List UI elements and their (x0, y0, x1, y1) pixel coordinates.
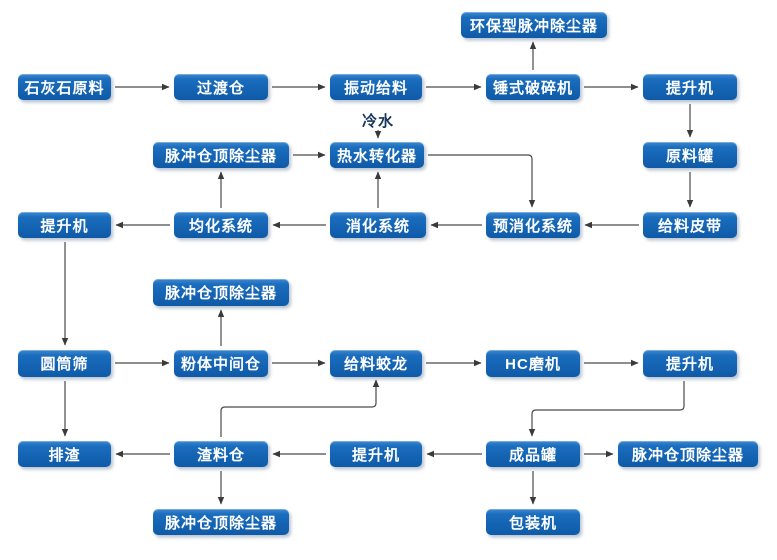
flow-edge-slag-bin--feeding-screw (220, 379, 380, 437)
flow-edge-elevator-3--finished-product-tank (528, 381, 685, 437)
flow-node-pulse-dust-collector-3: 脉冲仓顶除尘器 (618, 441, 758, 467)
flow-node-rotary-screen: 圆筒筛 (18, 350, 111, 377)
flow-node-vibrating-feeder: 振动给料 (330, 74, 422, 100)
flow-node-elevator-3: 提升机 (643, 350, 737, 377)
flow-node-digestion-system: 消化系统 (330, 212, 426, 238)
flow-node-elevator-2: 提升机 (18, 212, 111, 238)
flow-node-hot-water-converter: 热水转化器 (330, 142, 424, 168)
flow-edge-hot-water-converter--pre-digestion-system (428, 154, 536, 208)
flow-node-hammer-crusher: 锤式破碎机 (486, 74, 580, 100)
flow-node-pulse-dust-collector-1: 脉冲仓顶除尘器 (153, 142, 289, 168)
flow-node-elevator-1: 提升机 (643, 74, 737, 100)
flow-node-packing-machine: 包装机 (486, 509, 580, 535)
flow-node-elevator-4: 提升机 (330, 441, 422, 467)
flow-node-pulse-dust-collector-2: 脉冲仓顶除尘器 (153, 279, 289, 306)
flow-node-homogenization-system: 均化系统 (174, 212, 268, 238)
flow-node-feeding-screw: 给料蛟龙 (330, 350, 422, 377)
flow-node-raw-material-tank: 原料罐 (643, 142, 737, 168)
flow-node-hc-mill: HC磨机 (486, 350, 580, 377)
flow-node-slag-discharge: 排渣 (18, 441, 111, 467)
cold-water-label: 冷水 (361, 113, 394, 130)
flow-node-slag-bin: 渣料仓 (174, 441, 268, 467)
flow-node-limestone-raw: 石灰石原料 (18, 74, 111, 100)
flow-node-finished-product-tank: 成品罐 (486, 441, 580, 467)
flow-node-eco-pulse-dust-collector: 环保型脉冲除尘器 (461, 12, 607, 38)
flow-node-feeding-belt: 给料皮带 (643, 212, 737, 238)
flow-node-powder-intermediate-bin: 粉体中间仓 (174, 350, 268, 377)
flow-node-pre-digestion-system: 预消化系统 (486, 212, 580, 238)
flow-node-pulse-dust-collector-4: 脉冲仓顶除尘器 (153, 509, 289, 535)
flow-node-transition-bin: 过渡仓 (174, 74, 268, 100)
